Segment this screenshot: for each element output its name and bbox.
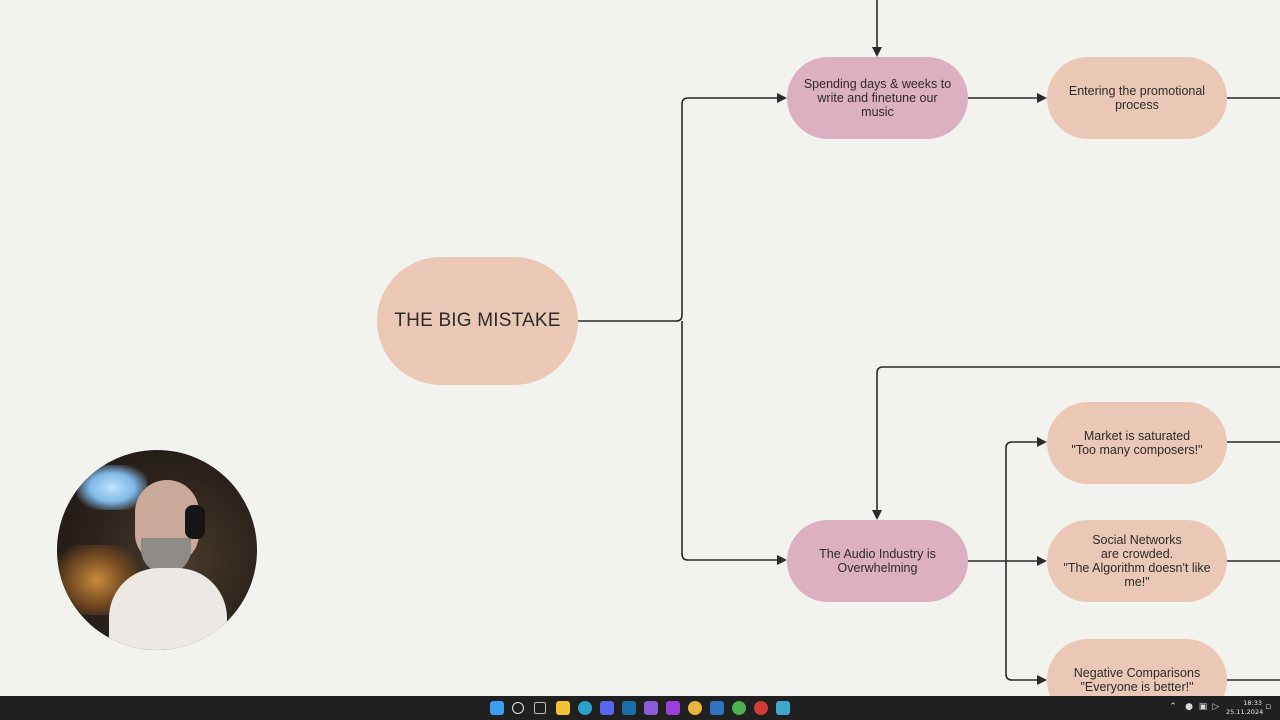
mail-icon[interactable]: [710, 701, 724, 715]
webcam-headphones: [185, 505, 205, 539]
node-big-mistake[interactable]: THE BIG MISTAKE: [377, 257, 578, 385]
visual-studio-icon[interactable]: [644, 701, 658, 715]
volume-icon[interactable]: ▷: [1212, 702, 1220, 712]
steam-icon[interactable]: [622, 701, 636, 715]
tray-overflow-chevron-icon[interactable]: ⌃: [1169, 702, 1177, 712]
start-windows-icon[interactable]: [490, 701, 504, 715]
node-market-saturated[interactable]: Market is saturated "Too many composers!…: [1047, 402, 1227, 484]
taskbar-clock-time[interactable]: 18:33: [1243, 699, 1262, 707]
affinity-icon[interactable]: [666, 701, 680, 715]
microphone-icon[interactable]: ●: [1185, 702, 1193, 712]
file-explorer-icon[interactable]: [556, 701, 570, 715]
webcam-overlay: [57, 450, 257, 650]
edge-audio-to-market: [1005, 437, 1047, 561]
opera-icon[interactable]: [754, 701, 768, 715]
node-negative-comparisons[interactable]: Negative Comparisons "Everyone is better…: [1047, 639, 1227, 696]
edge-mistake-to-audio: [681, 321, 787, 565]
whiteboard-canvas[interactable]: THE BIG MISTAKE Spending days & weeks to…: [0, 0, 1280, 696]
cubase-icon[interactable]: [776, 701, 790, 715]
edge-audio-to-negative: [1005, 561, 1047, 685]
node-audio-industry[interactable]: The Audio Industry is Overwhelming: [787, 520, 968, 602]
windows-taskbar: ⌃ ● ▣ ▷ 18:33 25.11.2024 ▫: [0, 696, 1280, 720]
connector-lines: [578, 0, 1280, 685]
webcam-person-shirt: [109, 568, 227, 650]
edge-mistake-to-spending: [578, 93, 787, 322]
network-icon[interactable]: ▣: [1198, 702, 1208, 712]
edge-browser-icon[interactable]: [578, 701, 592, 715]
chrome-alt-icon[interactable]: [732, 701, 746, 715]
node-social-networks[interactable]: Social Networks are crowded. "The Algori…: [1047, 520, 1227, 602]
taskbar-clock-date[interactable]: 25.11.2024: [1226, 708, 1264, 716]
discord-icon[interactable]: [600, 701, 614, 715]
search-icon[interactable]: [512, 702, 524, 714]
node-spending-days[interactable]: Spending days & weeks to write and finet…: [787, 57, 968, 139]
chrome-icon[interactable]: [688, 701, 702, 715]
task-view-icon[interactable]: [534, 702, 546, 714]
notification-icon[interactable]: ▫: [1264, 702, 1272, 712]
edge-loop-into-audio: [872, 366, 1280, 520]
node-promotional-process[interactable]: Entering the promotional process: [1047, 57, 1227, 139]
